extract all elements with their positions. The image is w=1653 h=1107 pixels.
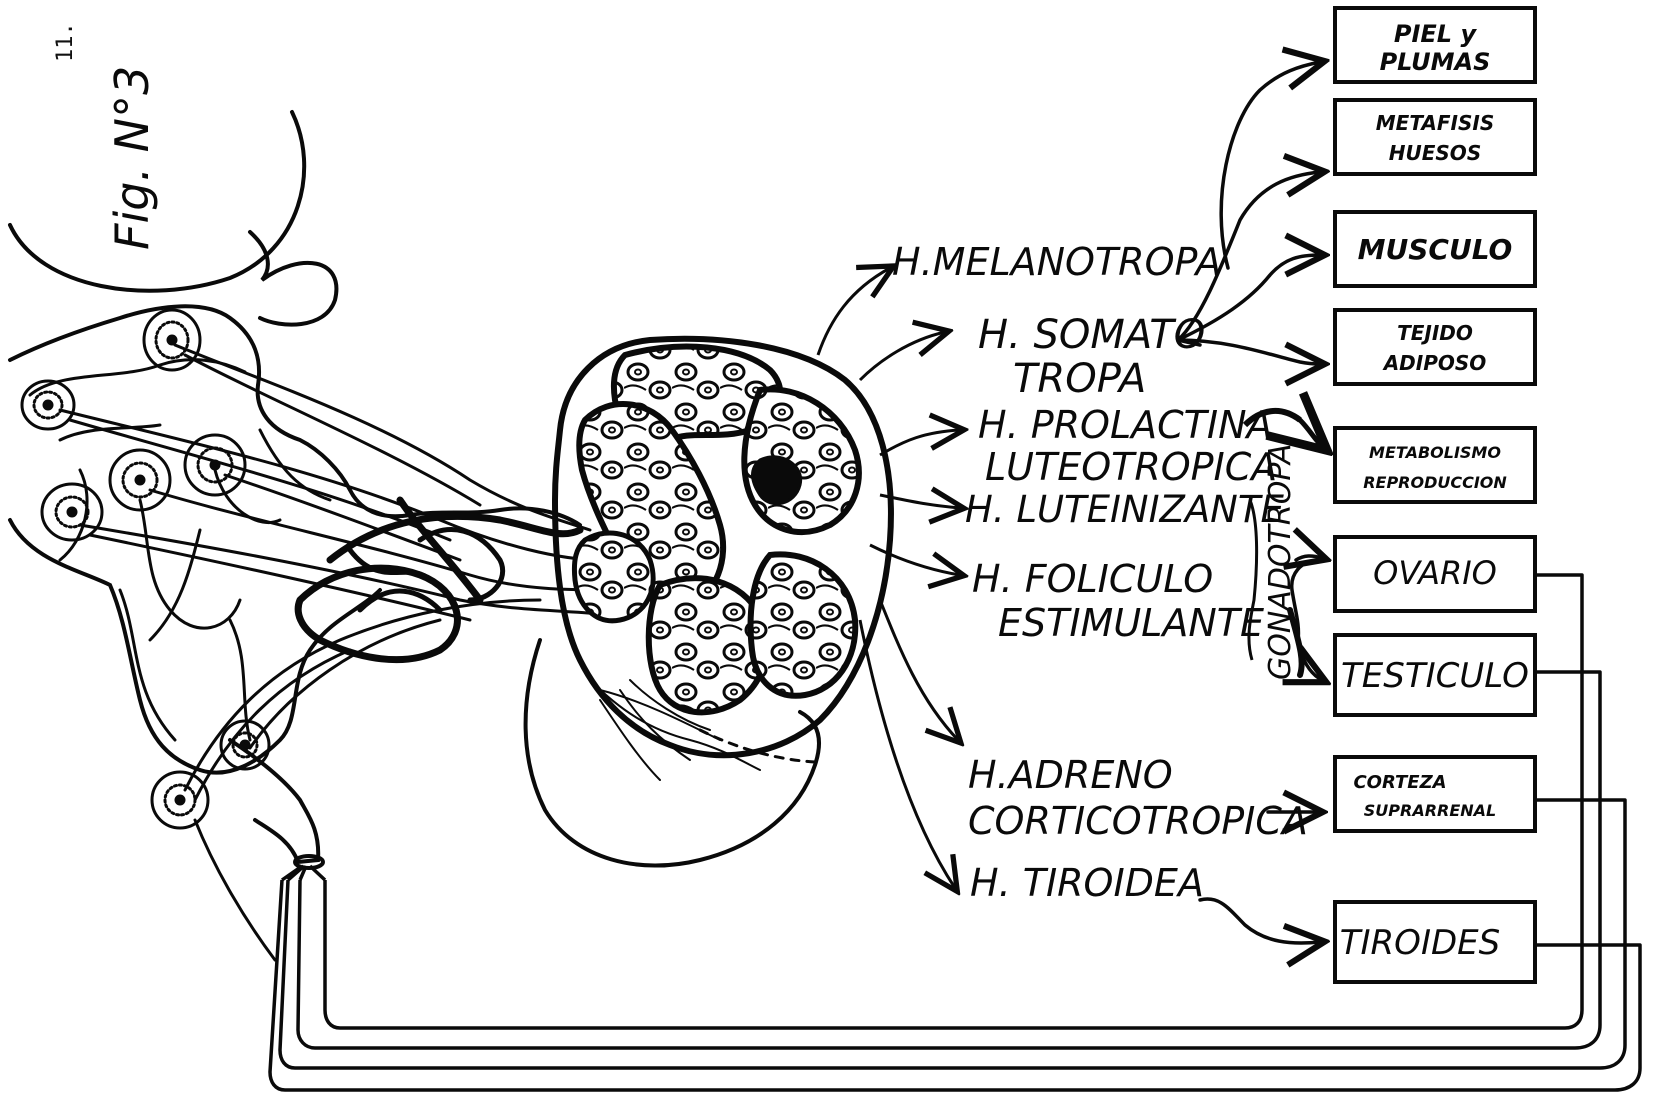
box-musculo-label: MUSCULO [1358, 233, 1513, 266]
hypothalamus-drawing [10, 112, 610, 960]
label-gonadotropa: GONADOTROPA [1263, 444, 1298, 680]
box-corteza-line2: SUPRARRENAL [1364, 801, 1496, 820]
box-corteza-line1: CORTEZA [1353, 772, 1446, 793]
box-metabolismo-line1: METABOLISMO [1369, 443, 1501, 462]
figure-label: Fig. N°3 [105, 66, 159, 250]
box-piel-line1: PIEL y [1394, 20, 1478, 48]
box-metafisis-line2: HUESOS [1389, 141, 1481, 165]
label-h-luteinizante: H. LUTEINIZANTE [965, 488, 1284, 531]
box-tejido-line2: ADIPOSO [1382, 351, 1487, 375]
label-h-prolactina-1: H. PROLACTINA [978, 403, 1273, 447]
label-h-foliculo-1: H. FOLICULO [972, 557, 1213, 601]
box-ovario-label: OVARIO [1373, 554, 1497, 592]
box-tiroides-label: TIROIDES [1340, 923, 1500, 963]
page-number: 11. [53, 22, 78, 62]
label-h-prolactina-2: LUTEOTROPICA [985, 445, 1277, 489]
box-testiculo-label: TESTICULO [1341, 656, 1529, 696]
label-h-adreno-2: CORTICOTROPICA [968, 799, 1308, 843]
label-h-melanotropa: H.MELANOTROPA [892, 240, 1222, 284]
box-tejido-line1: TEJIDO [1397, 321, 1473, 345]
label-h-somatotropa-1: H. SOMATO [978, 312, 1205, 358]
box-metabolismo-line2: REPRODUCCION [1363, 473, 1507, 492]
label-h-somatotropa-2: TROPA [1013, 356, 1146, 402]
box-metafisis-line1: METAFISIS [1376, 111, 1495, 135]
label-h-tiroidea: H. TIROIDEA [970, 861, 1204, 905]
label-h-adreno-1: H.ADRENO [968, 753, 1173, 797]
label-h-foliculo-2: ESTIMULANTE [998, 601, 1264, 645]
box-piel-line2: PLUMAS [1380, 48, 1491, 76]
pituitary-gland [526, 339, 891, 866]
